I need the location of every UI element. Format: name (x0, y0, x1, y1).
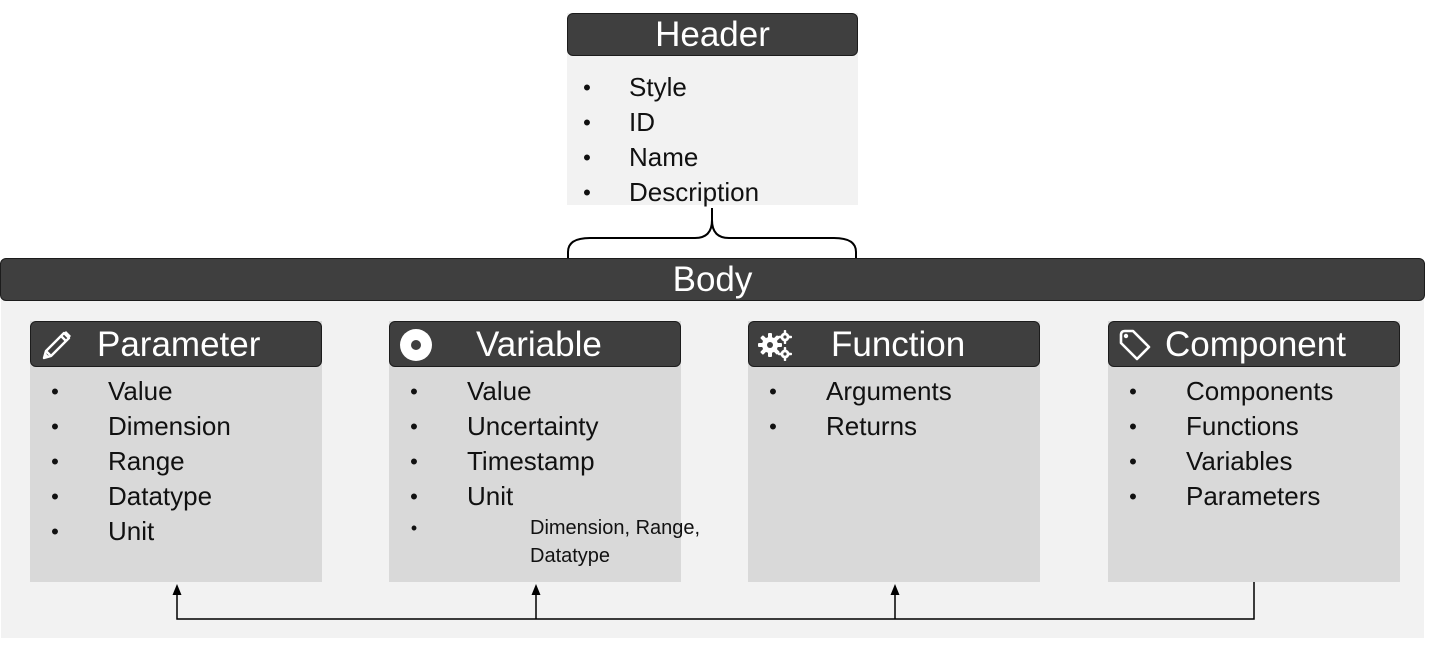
list-item: •Arguments (763, 374, 1033, 409)
list-item: •Name (577, 140, 847, 175)
bullet-icon: • (410, 449, 418, 474)
card-variable-list: •Value •Uncertainty •Timestamp •Unit •Di… (404, 374, 700, 570)
bullet-icon: • (583, 110, 591, 135)
bullet-icon: • (769, 379, 777, 404)
card-component: Component •Components •Functions •Variab… (1108, 321, 1400, 582)
bullet-icon: • (51, 414, 59, 439)
list-item: •Timestamp (404, 444, 674, 479)
body-title: Body (0, 258, 1425, 301)
list-item: •Returns (763, 409, 1033, 444)
list-item: •Parameters (1123, 479, 1393, 514)
card-parameter: Parameter •Value •Dimension •Range •Data… (30, 321, 322, 582)
card-title-label: Variable (476, 325, 602, 364)
bullet-icon: • (410, 414, 418, 439)
disc-icon (400, 329, 432, 361)
bullet-icon: • (51, 449, 59, 474)
card-parameter-list: •Value •Dimension •Range •Datatype •Unit (45, 374, 315, 549)
header-attribute-list: •Style •ID •Name •Description (577, 70, 847, 210)
bullet-icon: • (583, 75, 591, 100)
card-function-list: •Arguments •Returns (763, 374, 1033, 444)
list-item: •Value (45, 374, 315, 409)
list-item: •Components (1123, 374, 1393, 409)
bullet-icon: • (1129, 414, 1137, 439)
bullet-icon: • (583, 180, 591, 205)
card-function-title: Function (748, 321, 1040, 367)
list-item: •Uncertainty (404, 409, 674, 444)
card-component-title: Component (1108, 321, 1400, 367)
gears-icon (758, 330, 792, 361)
pencil-icon (42, 331, 71, 360)
card-variable-title: Variable (389, 321, 681, 367)
list-item: •Datatype (45, 479, 315, 514)
bullet-icon: • (1129, 484, 1137, 509)
header-title: Header (567, 13, 858, 56)
list-item: •Value (404, 374, 674, 409)
bullet-icon: • (1129, 379, 1137, 404)
tag-icon (1119, 329, 1151, 361)
bullet-icon: • (410, 518, 418, 538)
bullet-icon: • (410, 484, 418, 509)
list-item: •Functions (1123, 409, 1393, 444)
list-item: •Unit (45, 514, 315, 549)
card-parameter-title: Parameter (30, 321, 322, 367)
card-title-label: Component (1165, 325, 1346, 364)
bullet-icon: • (583, 145, 591, 170)
bullet-icon: • (51, 379, 59, 404)
card-variable: Variable •Value •Uncertainty •Timestamp … (389, 321, 700, 582)
card-title-label: Parameter (97, 325, 261, 364)
bullet-icon: • (51, 484, 59, 509)
bullet-icon: • (1129, 449, 1137, 474)
list-item: •Dimension, Range, Datatype (404, 514, 700, 570)
list-item: •Variables (1123, 444, 1393, 479)
bullet-icon: • (769, 414, 777, 439)
bullet-icon: • (51, 519, 59, 544)
list-item: •Unit (404, 479, 674, 514)
list-item: •Range (45, 444, 315, 479)
list-item: •ID (577, 105, 847, 140)
list-item: •Dimension (45, 409, 315, 444)
bullet-icon: • (410, 379, 418, 404)
card-function: Function •Arguments •Returns (748, 321, 1040, 582)
card-component-list: •Components •Functions •Variables •Param… (1123, 374, 1393, 514)
card-title-label: Function (831, 325, 966, 364)
list-item: •Description (577, 175, 847, 210)
list-item: •Style (577, 70, 847, 105)
header-section: Header •Style •ID •Name •Description (567, 13, 858, 207)
